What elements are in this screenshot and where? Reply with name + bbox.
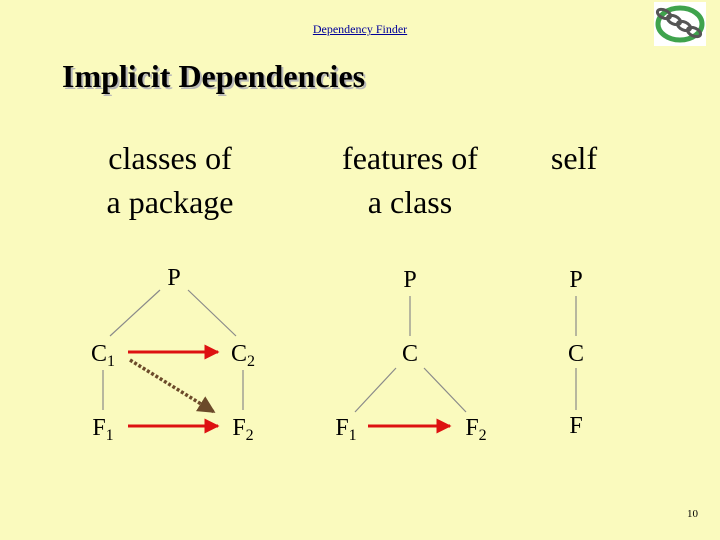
node-class: C [556,338,596,370]
column-heading-line: features of [342,140,478,176]
node-label: F [465,415,479,441]
column-heading-line: a package [106,184,234,220]
node-label: C [401,341,418,367]
node-subscript: 1 [348,427,357,444]
node-subscript: 1 [105,427,114,444]
column-heading-line: a class [367,184,453,220]
page-number: 10 [687,508,698,520]
column-heading-class: features of a class [320,136,500,224]
column-heading-package: classes of a package [80,136,260,224]
node-subscript: 2 [478,427,487,444]
implicit-arrow-c1-f2 [129,358,216,414]
tree-edge-c-f2 [423,367,467,413]
node-feature-1: F1 [326,412,366,444]
chain-links-logo [654,2,706,46]
node-class: C [390,338,430,370]
node-label: F [92,415,106,441]
node-class-2: C2 [223,338,263,370]
tree-edge-p-c2 [187,289,237,337]
tree-edge-p-c1 [109,289,161,337]
node-label: F [232,415,246,441]
node-label: F [335,415,349,441]
node-package: P [154,262,194,294]
node-class-1: C1 [83,338,123,370]
node-feature-2: F2 [456,412,496,444]
node-label: C [90,341,107,367]
node-package: P [556,264,596,296]
node-feature-2: F2 [223,412,263,444]
node-feature-1: F1 [83,412,123,444]
tree-edge-c-f1 [354,367,397,413]
node-label: P [167,265,181,291]
node-subscript: 2 [247,353,255,370]
column-heading-line: self [550,140,598,176]
slide-title: Implicit Dependencies [62,58,366,94]
node-feature: F [556,410,596,442]
header-link[interactable]: Dependency Finder [312,22,408,36]
node-subscript: 1 [107,353,115,370]
node-label: C [230,341,247,367]
node-subscript: 2 [245,427,254,444]
node-label: P [569,267,583,293]
node-label: F [569,413,583,439]
node-label: C [567,341,584,367]
column-heading-line: classes of [108,140,232,176]
column-heading-self: self [520,136,628,180]
node-package: P [390,264,430,296]
node-label: P [403,267,417,293]
